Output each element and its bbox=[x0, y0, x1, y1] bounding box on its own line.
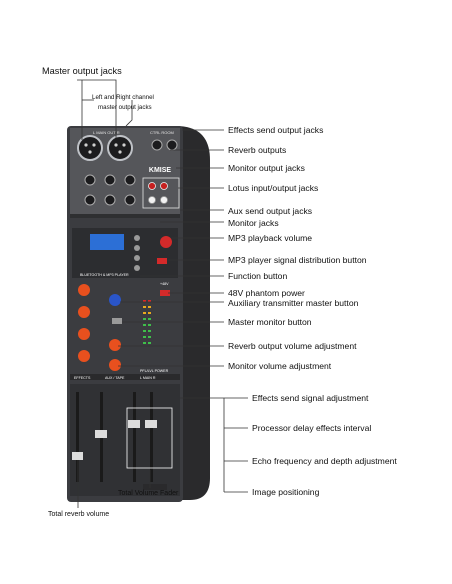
callout-lr-master-line2: master output jacks bbox=[98, 104, 152, 111]
callout-master-output-jacks: Master output jacks bbox=[42, 66, 122, 76]
xlr-left-jack bbox=[77, 135, 103, 161]
callout-total-reverb-volume: Total reverb volume bbox=[48, 511, 110, 518]
aux-master-knob bbox=[109, 294, 121, 306]
led-meter bbox=[143, 300, 151, 344]
mp3-volume-knob bbox=[160, 236, 172, 248]
aux-tape-text: AUX / TAPE bbox=[105, 376, 125, 380]
main-fader-cap-l bbox=[128, 420, 140, 428]
reverb-fader-cap bbox=[72, 452, 83, 460]
callout-monitor-volume: Monitor volume adjustment bbox=[228, 361, 332, 371]
callout-master-monitor-button: Master monitor button bbox=[228, 317, 312, 327]
callout-mp3-signal-distribution: MP3 player signal distribution button bbox=[228, 255, 367, 265]
xlr-right-jack bbox=[107, 135, 133, 161]
ctrl-room-jack-r bbox=[166, 139, 178, 151]
callout-aux-transmitter-master: Auxiliary transmitter master button bbox=[228, 298, 359, 308]
mixer-device: KMISE L MAIN OUT R CTRL ROOM BLUETOOTH &… bbox=[67, 126, 210, 502]
main-fader-cap-r bbox=[145, 420, 157, 428]
callout-aux-send-output-jacks: Aux send output jacks bbox=[228, 206, 313, 216]
mp3-buttons bbox=[134, 235, 140, 271]
aux-fader-cap bbox=[95, 430, 107, 438]
callout-reverb-outputs: Reverb outputs bbox=[228, 145, 287, 155]
rca-lotus-jacks bbox=[142, 177, 180, 209]
quarter-inch-jacks bbox=[84, 174, 136, 206]
fader-highlight-box bbox=[126, 407, 173, 469]
main-section-text: L MAIN R bbox=[140, 376, 156, 380]
callout-image-positioning: Image positioning bbox=[252, 487, 320, 497]
brand-text: KMISE bbox=[149, 167, 172, 174]
leader-lines bbox=[77, 79, 248, 508]
fader-area bbox=[70, 384, 180, 496]
callout-lr-master-line1: Left and Right channel bbox=[92, 94, 154, 101]
master-monitor-button bbox=[112, 318, 122, 324]
callout-function-button: Function button bbox=[228, 271, 288, 281]
effects-text: EFFECTS bbox=[74, 376, 91, 380]
callout-processor-delay: Processor delay effects interval bbox=[252, 423, 372, 433]
callout-mp3-playback-volume: MP3 playback volume bbox=[228, 233, 313, 243]
phantom-button bbox=[160, 290, 170, 296]
ctrl-room-text: CTRL ROOM bbox=[150, 130, 174, 135]
phantom-text: +48V bbox=[160, 282, 169, 286]
lcd-screen bbox=[90, 234, 124, 250]
channel-knobs bbox=[78, 284, 121, 371]
callout-lotus-io-jacks: Lotus input/output jacks bbox=[228, 183, 319, 193]
callout-monitor-output-jacks: Monitor output jacks bbox=[228, 163, 305, 173]
callout-reverb-output-volume: Reverb output volume adjustment bbox=[228, 341, 357, 351]
callout-monitor-jacks: Monitor jacks bbox=[228, 218, 279, 228]
callout-effects-send-signal: Effects send signal adjustment bbox=[252, 393, 369, 403]
main-out-text: L MAIN OUT R bbox=[93, 130, 120, 135]
callout-echo-frequency-depth: Echo frequency and depth adjustment bbox=[252, 456, 397, 466]
mp3-module bbox=[72, 228, 178, 278]
ctrl-room-jack-l bbox=[151, 139, 163, 151]
mp3-distribution-button bbox=[157, 258, 167, 264]
callout-total-volume-fader: Total Volume Fader bbox=[118, 490, 179, 497]
callout-effects-send-output-jacks: Effects send output jacks bbox=[228, 125, 324, 135]
mp3-player-text: BLUETOOTH & MP3 PLAYER bbox=[80, 273, 129, 277]
callout-phantom-power: 48V phantom power bbox=[228, 288, 305, 298]
power-text: PFL/LVL POWER bbox=[140, 369, 169, 373]
